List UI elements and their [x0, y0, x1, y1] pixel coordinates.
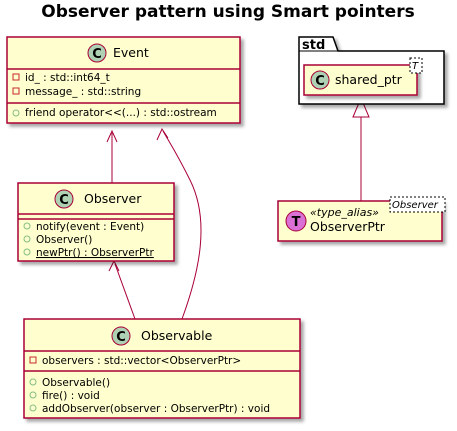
method-fire: fire() : void: [42, 390, 100, 402]
class-shared-ptr[interactable]: C shared_ptr T: [303, 57, 423, 96]
template-param: Observer: [392, 200, 439, 211]
relation-observable-to-observer: [108, 259, 136, 320]
class-name: ObserverPtr: [310, 219, 386, 234]
relation-observer-to-event: [106, 129, 118, 183]
class-name: shared_ptr: [335, 72, 403, 87]
class-observer[interactable]: C Observer notify(event : Event) Observe…: [17, 182, 175, 262]
alias-icon: T: [292, 215, 301, 230]
package-name: std: [302, 38, 325, 53]
relation-observerptr-to-sharedptr: [352, 96, 370, 201]
method-add-observer: addObserver(observer : ObserverPtr) : vo…: [42, 403, 270, 415]
class-icon: C: [116, 330, 126, 345]
stereotype-label: «type_alias»: [310, 206, 379, 219]
class-name: Observer: [84, 191, 142, 206]
method-operator: friend operator<<(...) : std::ostream: [25, 107, 217, 119]
method-constructor: Observer(): [36, 234, 92, 246]
class-icon: C: [315, 74, 325, 89]
class-observable[interactable]: C Observable observers : std::vector<Obs…: [23, 318, 301, 419]
class-name: Event: [113, 45, 149, 60]
method-newptr: newPtr() : ObserverPtr: [36, 247, 154, 259]
diagram-title: Observer pattern using Smart pointers: [41, 2, 414, 22]
method-observable-constructor: Observable(): [42, 377, 110, 389]
template-param: T: [412, 61, 419, 72]
class-name: Observable: [141, 328, 213, 343]
class-event[interactable]: C Event id_ : std::int64_t message_ : st…: [6, 36, 241, 124]
class-icon: C: [59, 193, 69, 208]
field-message: message_ : std::string: [25, 86, 141, 98]
package-std[interactable]: std C shared_ptr T: [298, 36, 445, 105]
class-observer-ptr[interactable]: T «type_alias» ObserverPtr Observer: [277, 196, 446, 242]
method-notify: notify(event : Event): [36, 221, 144, 233]
class-icon: C: [92, 47, 102, 62]
field-observers: observers : std::vector<ObserverPtr>: [42, 355, 241, 367]
field-id: id_ : std::int64_t: [25, 72, 110, 84]
relation-observable-to-event: [156, 127, 202, 320]
